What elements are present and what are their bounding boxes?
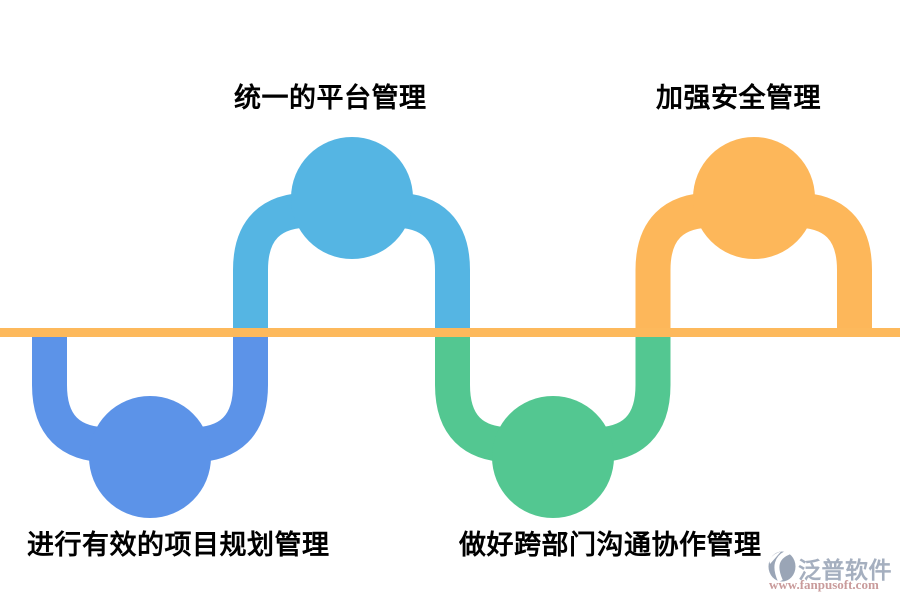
node-circle-project-planning (89, 396, 211, 518)
node-circle-safety-management (693, 137, 815, 259)
baseline (0, 328, 900, 337)
node-circle-cross-department (492, 396, 614, 518)
watermark-url-text: www.fanpusoft.com (769, 577, 879, 592)
watermark-brand-text: 泛普软件 (798, 557, 892, 583)
node-circle-unified-platform (291, 137, 413, 259)
node-label-unified-platform: 统一的平台管理 (234, 83, 427, 113)
fanpu-logo-icon (768, 551, 796, 582)
watermark: 泛普软件 www.fanpusoft.com (766, 548, 898, 598)
node-label-project-planning: 进行有效的项目规划管理 (27, 530, 330, 560)
node-label-cross-department: 做好跨部门沟通协作管理 (459, 530, 762, 560)
node-label-safety-management: 加强安全管理 (656, 83, 821, 113)
